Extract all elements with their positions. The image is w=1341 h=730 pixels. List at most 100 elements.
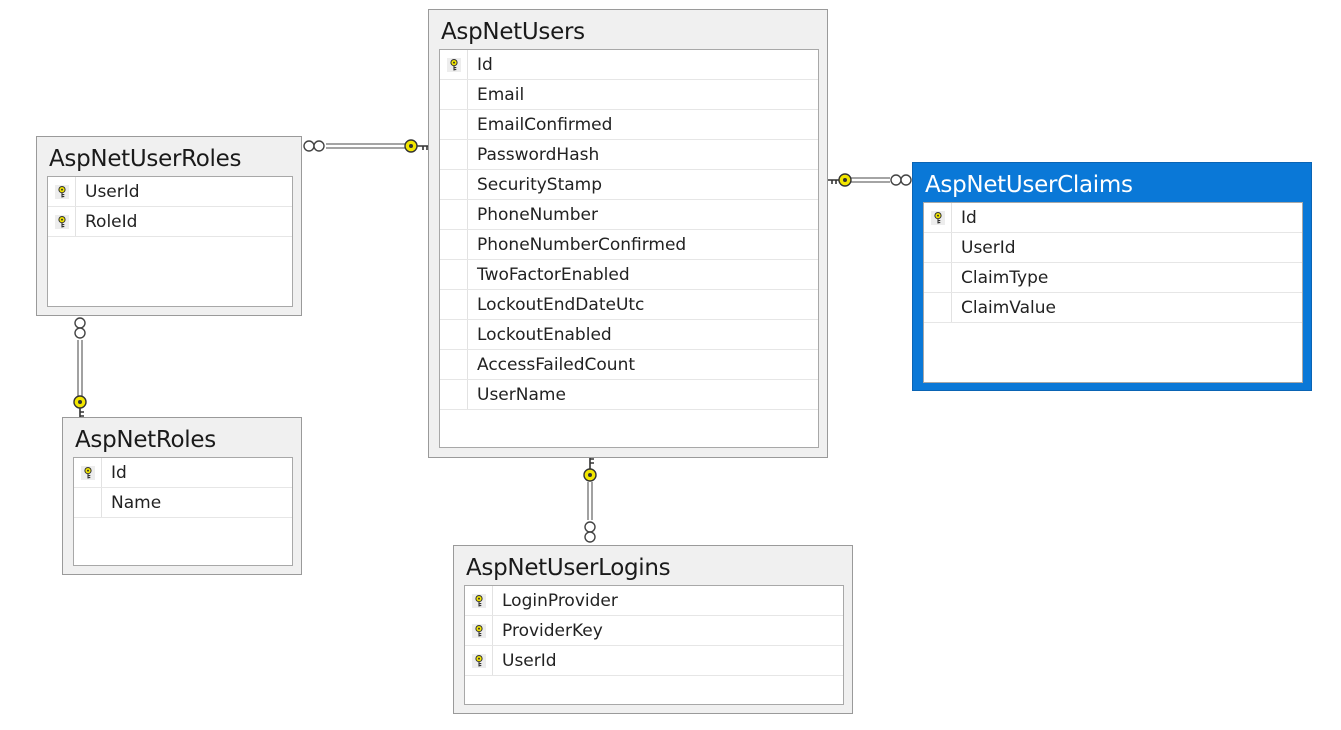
table-title: AspNetUsers: [441, 19, 585, 45]
column-name: PasswordHash: [477, 144, 600, 165]
column-name: RoleId: [85, 211, 138, 232]
column-row[interactable]: PasswordHash: [440, 140, 818, 170]
column-row[interactable]: UserId: [465, 646, 843, 676]
relationship-users-userclaims[interactable]: [828, 173, 912, 187]
row-selector[interactable]: [74, 488, 102, 517]
column-row[interactable]: Id: [924, 203, 1302, 233]
column-name: SecurityStamp: [477, 174, 603, 195]
column-row[interactable]: SecurityStamp: [440, 170, 818, 200]
row-selector[interactable]: [440, 350, 468, 379]
key-icon: [471, 653, 486, 668]
infinity-icon: [584, 521, 596, 543]
column-name: UserId: [961, 237, 1016, 258]
key-icon: [583, 458, 597, 482]
column-name: ProviderKey: [502, 620, 603, 641]
key-icon: [446, 57, 461, 72]
row-selector[interactable]: [924, 203, 952, 232]
infinity-icon: [74, 317, 86, 339]
column-row[interactable]: AccessFailedCount: [440, 350, 818, 380]
column-name: ClaimType: [961, 267, 1049, 288]
column-row[interactable]: UserId: [924, 233, 1302, 263]
row-selector[interactable]: [48, 177, 76, 206]
row-selector[interactable]: [440, 110, 468, 139]
row-selector[interactable]: [924, 233, 952, 262]
key-icon: [54, 184, 69, 199]
row-selector[interactable]: [48, 207, 76, 236]
row-selector[interactable]: [440, 170, 468, 199]
column-name: Id: [961, 207, 977, 228]
column-row[interactable]: Name: [74, 488, 292, 518]
relationship-userroles-users[interactable]: [303, 139, 429, 153]
column-row[interactable]: EmailConfirmed: [440, 110, 818, 140]
column-name: LockoutEnabled: [477, 324, 612, 345]
row-selector[interactable]: [465, 646, 493, 675]
column-row[interactable]: PhoneNumberConfirmed: [440, 230, 818, 260]
column-name: ClaimValue: [961, 297, 1056, 318]
table-title: AspNetUserRoles: [49, 146, 242, 172]
column-row[interactable]: PhoneNumber: [440, 200, 818, 230]
row-selector[interactable]: [440, 320, 468, 349]
column-name: AccessFailedCount: [477, 354, 636, 375]
column-name: UserName: [477, 384, 566, 405]
column-row[interactable]: ClaimType: [924, 263, 1302, 293]
column-name: UserId: [502, 650, 557, 671]
row-selector[interactable]: [440, 140, 468, 169]
infinity-icon: [890, 174, 912, 186]
row-selector[interactable]: [74, 458, 102, 487]
key-icon: [404, 139, 429, 153]
key-icon: [80, 465, 95, 480]
key-icon: [471, 623, 486, 638]
column-row[interactable]: UserName: [440, 380, 818, 410]
column-row[interactable]: Id: [74, 458, 292, 488]
column-row[interactable]: RoleId: [48, 207, 292, 237]
relationship-userroles-roles[interactable]: [73, 317, 87, 418]
key-icon: [930, 210, 945, 225]
column-row[interactable]: ClaimValue: [924, 293, 1302, 323]
table-title: AspNetUserClaims: [925, 172, 1133, 198]
row-selector[interactable]: [440, 380, 468, 409]
row-selector[interactable]: [465, 616, 493, 645]
row-selector[interactable]: [440, 200, 468, 229]
row-selector[interactable]: [440, 290, 468, 319]
column-row[interactable]: LockoutEnabled: [440, 320, 818, 350]
column-row[interactable]: LoginProvider: [465, 586, 843, 616]
table-title: AspNetUserLogins: [466, 555, 671, 581]
row-selector[interactable]: [465, 586, 493, 615]
key-icon: [73, 395, 87, 418]
column-name: Id: [477, 54, 493, 75]
row-selector[interactable]: [440, 260, 468, 289]
row-selector[interactable]: [924, 293, 952, 322]
column-name: LockoutEndDateUtc: [477, 294, 645, 315]
column-row[interactable]: UserId: [48, 177, 292, 207]
row-selector[interactable]: [440, 230, 468, 259]
column-row[interactable]: LockoutEndDateUtc: [440, 290, 818, 320]
column-name: Id: [111, 462, 127, 483]
column-name: PhoneNumber: [477, 204, 598, 225]
column-name: TwoFactorEnabled: [477, 264, 630, 285]
column-name: Name: [111, 492, 162, 513]
key-icon: [828, 173, 852, 187]
column-row[interactable]: ProviderKey: [465, 616, 843, 646]
column-name: PhoneNumberConfirmed: [477, 234, 687, 255]
key-icon: [471, 593, 486, 608]
row-selector[interactable]: [440, 80, 468, 109]
column-row[interactable]: Email: [440, 80, 818, 110]
column-name: LoginProvider: [502, 590, 618, 611]
row-selector[interactable]: [924, 263, 952, 292]
row-selector[interactable]: [440, 50, 468, 79]
column-row[interactable]: TwoFactorEnabled: [440, 260, 818, 290]
relationship-users-userlogins[interactable]: [583, 458, 597, 543]
column-row[interactable]: Id: [440, 50, 818, 80]
column-name: EmailConfirmed: [477, 114, 613, 135]
